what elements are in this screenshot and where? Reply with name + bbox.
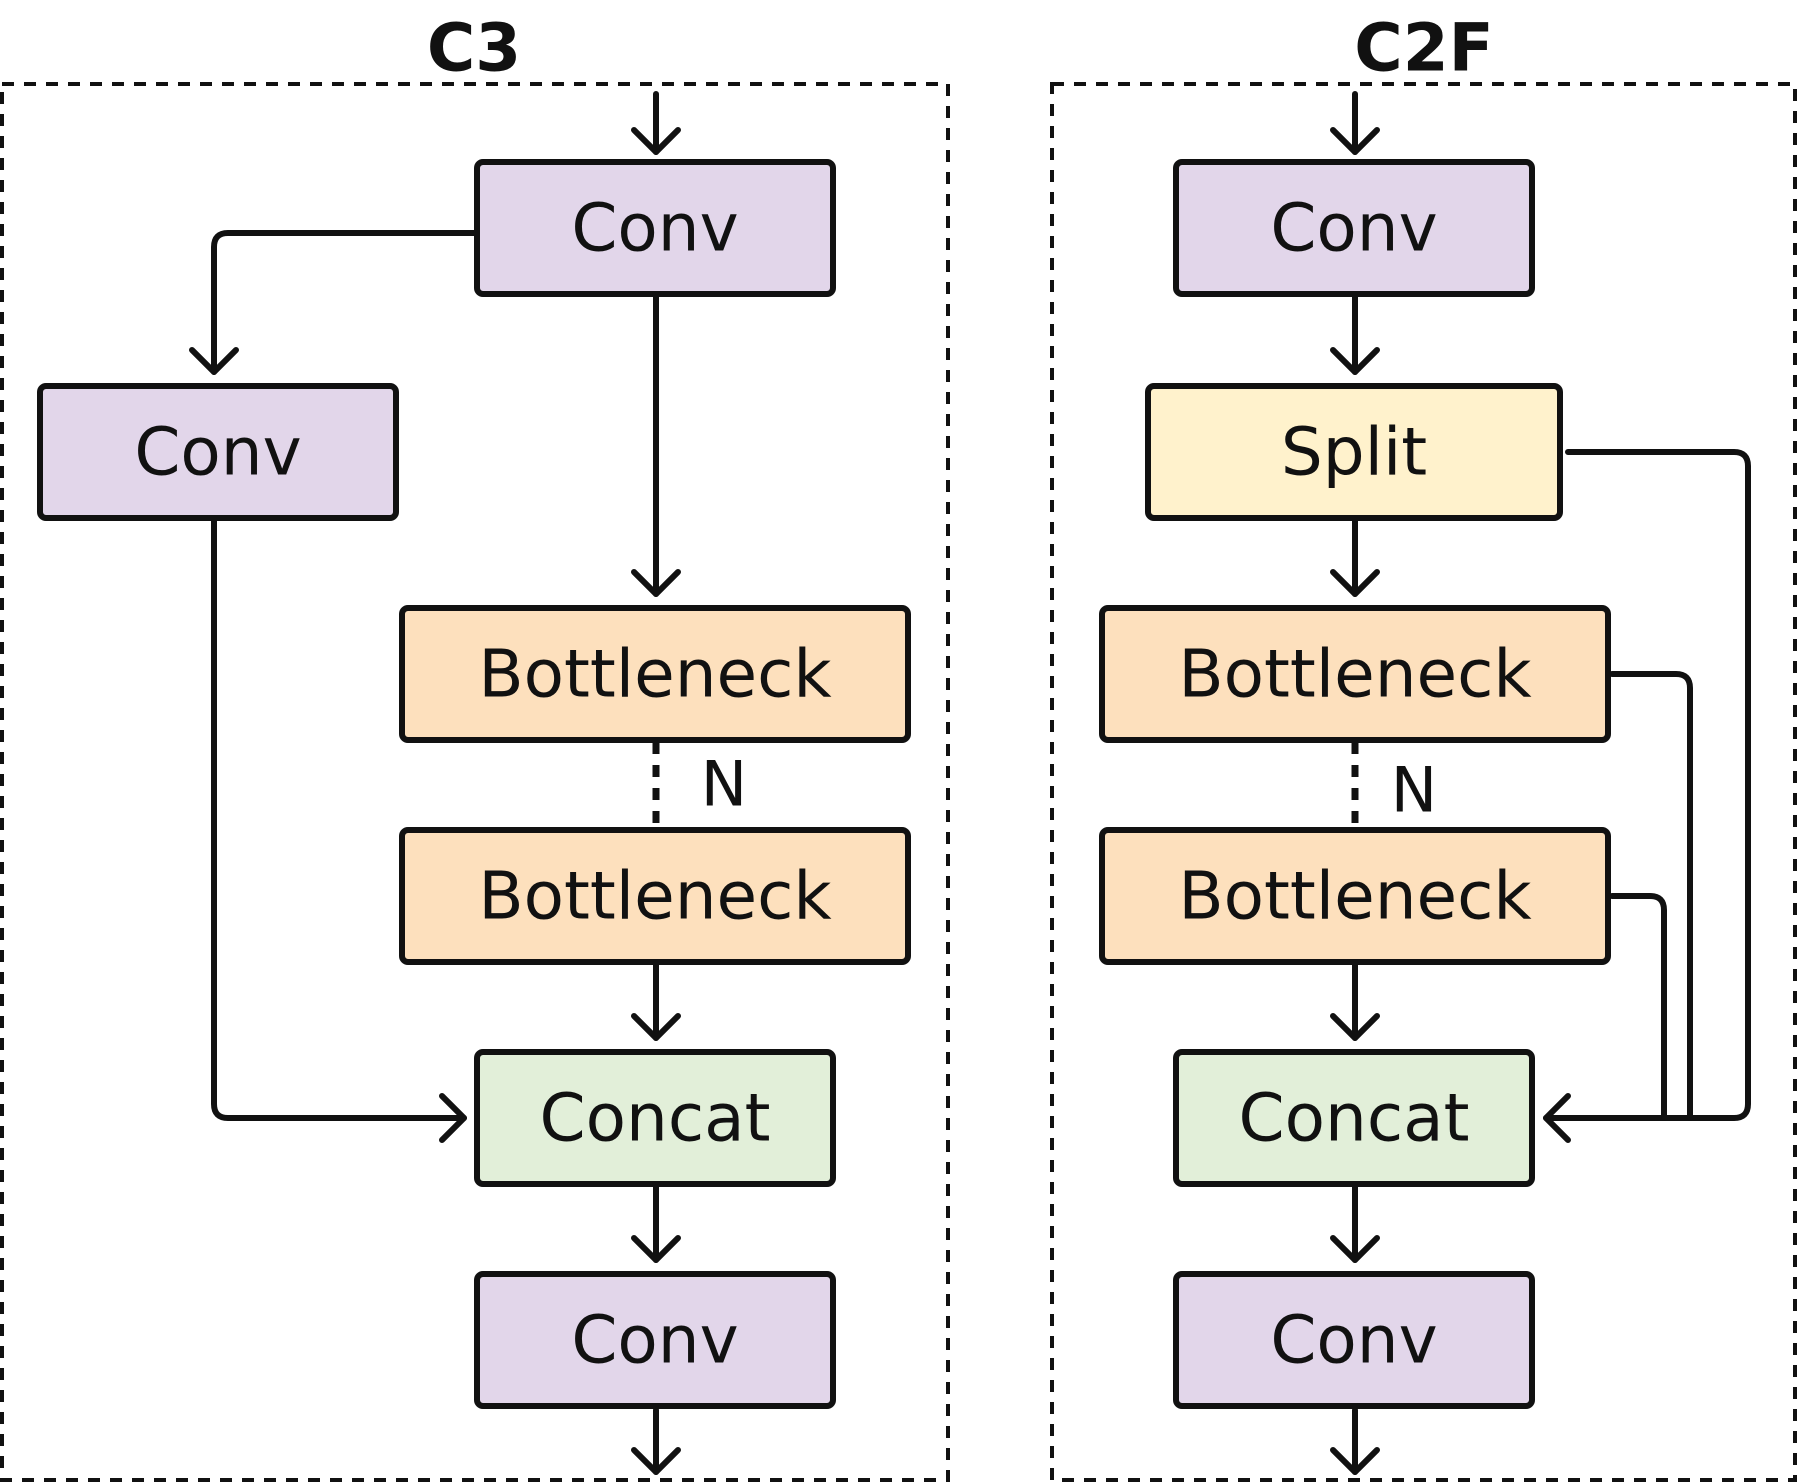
c3-conv-top-block: Conv [474, 159, 836, 297]
c3-output-arrowhead [631, 1447, 681, 1475]
c3-bottleneck-last-label: Bottleneck [478, 858, 832, 935]
c2f-input-arrowhead [1330, 127, 1380, 155]
c2f-conv-out-label: Conv [1270, 1302, 1437, 1379]
c3-branch-arrowhead [189, 347, 239, 375]
c3-title: C3 [427, 10, 521, 87]
c2f-conv-to-split-arrowhead [1330, 347, 1380, 375]
c3-frame [0, 82, 950, 1482]
c2f-conv-top-block: Conv [1173, 159, 1535, 297]
c3-conv-side-label: Conv [134, 414, 301, 491]
c3-conv-out-block: Conv [474, 1271, 836, 1409]
c3-conv-top-label: Conv [571, 190, 738, 267]
c3-branch-arrow [211, 230, 480, 375]
c3-conv-side-block: Conv [37, 383, 399, 521]
c2f-skip-arrowhead [1543, 1093, 1571, 1143]
c2f-bottleneck-to-concat-arrowhead [1330, 1013, 1380, 1041]
c2f-bottleneck-first-block: Bottleneck [1099, 605, 1611, 743]
c2f-split-to-bottleneck-arrowhead [1330, 569, 1380, 597]
c3-bottleneck-to-concat-arrowhead [631, 1013, 681, 1041]
c2f-split-skip-arrow [1543, 449, 1751, 1121]
c3-bottleneck-first-label: Bottleneck [478, 636, 832, 713]
c3-bottleneck-last-block: Bottleneck [399, 827, 911, 965]
c3-concat-block: Concat [474, 1049, 836, 1187]
c2f-split-block: Split [1145, 383, 1563, 521]
c2f-concat-to-conv-arrowhead [1330, 1235, 1380, 1263]
c3-conv-out-label: Conv [571, 1302, 738, 1379]
c3-skip-arrow [211, 515, 467, 1121]
c2f-concat-label: Concat [1239, 1080, 1470, 1157]
c2f-output-arrowhead [1330, 1447, 1380, 1475]
c2f-bottleneck-last-skip [1609, 893, 1667, 1121]
c2f-conv-out-block: Conv [1173, 1271, 1535, 1409]
c2f-bottleneck-first-label: Bottleneck [1178, 636, 1532, 713]
c2f-frame [1050, 82, 1797, 1482]
c3-panel: C3 N Conv Conv Bottleneck [0, 10, 950, 1482]
c2f-concat-block: Concat [1173, 1049, 1535, 1187]
c2f-conv-top-label: Conv [1270, 190, 1437, 267]
c2f-panel: C2F N Conv Split Bottle [1050, 10, 1797, 1482]
c3-concat-label: Concat [540, 1080, 771, 1157]
c2f-split-label: Split [1281, 414, 1427, 491]
c2f-bottleneck-last-block: Bottleneck [1099, 827, 1611, 965]
c2f-repeat-label: N [1391, 754, 1437, 827]
c3-bottleneck-first-block: Bottleneck [399, 605, 911, 743]
c3-input-arrowhead [631, 127, 681, 155]
c3-repeat-label: N [701, 748, 747, 821]
c3-skip-arrowhead [439, 1093, 467, 1143]
c2f-bottleneck-first-skip [1609, 671, 1693, 1121]
c3-main-arrowhead [631, 569, 681, 597]
c3-concat-to-conv-arrowhead [631, 1235, 681, 1263]
c2f-bottleneck-last-label: Bottleneck [1178, 858, 1532, 935]
c2f-title: C2F [1354, 10, 1493, 87]
